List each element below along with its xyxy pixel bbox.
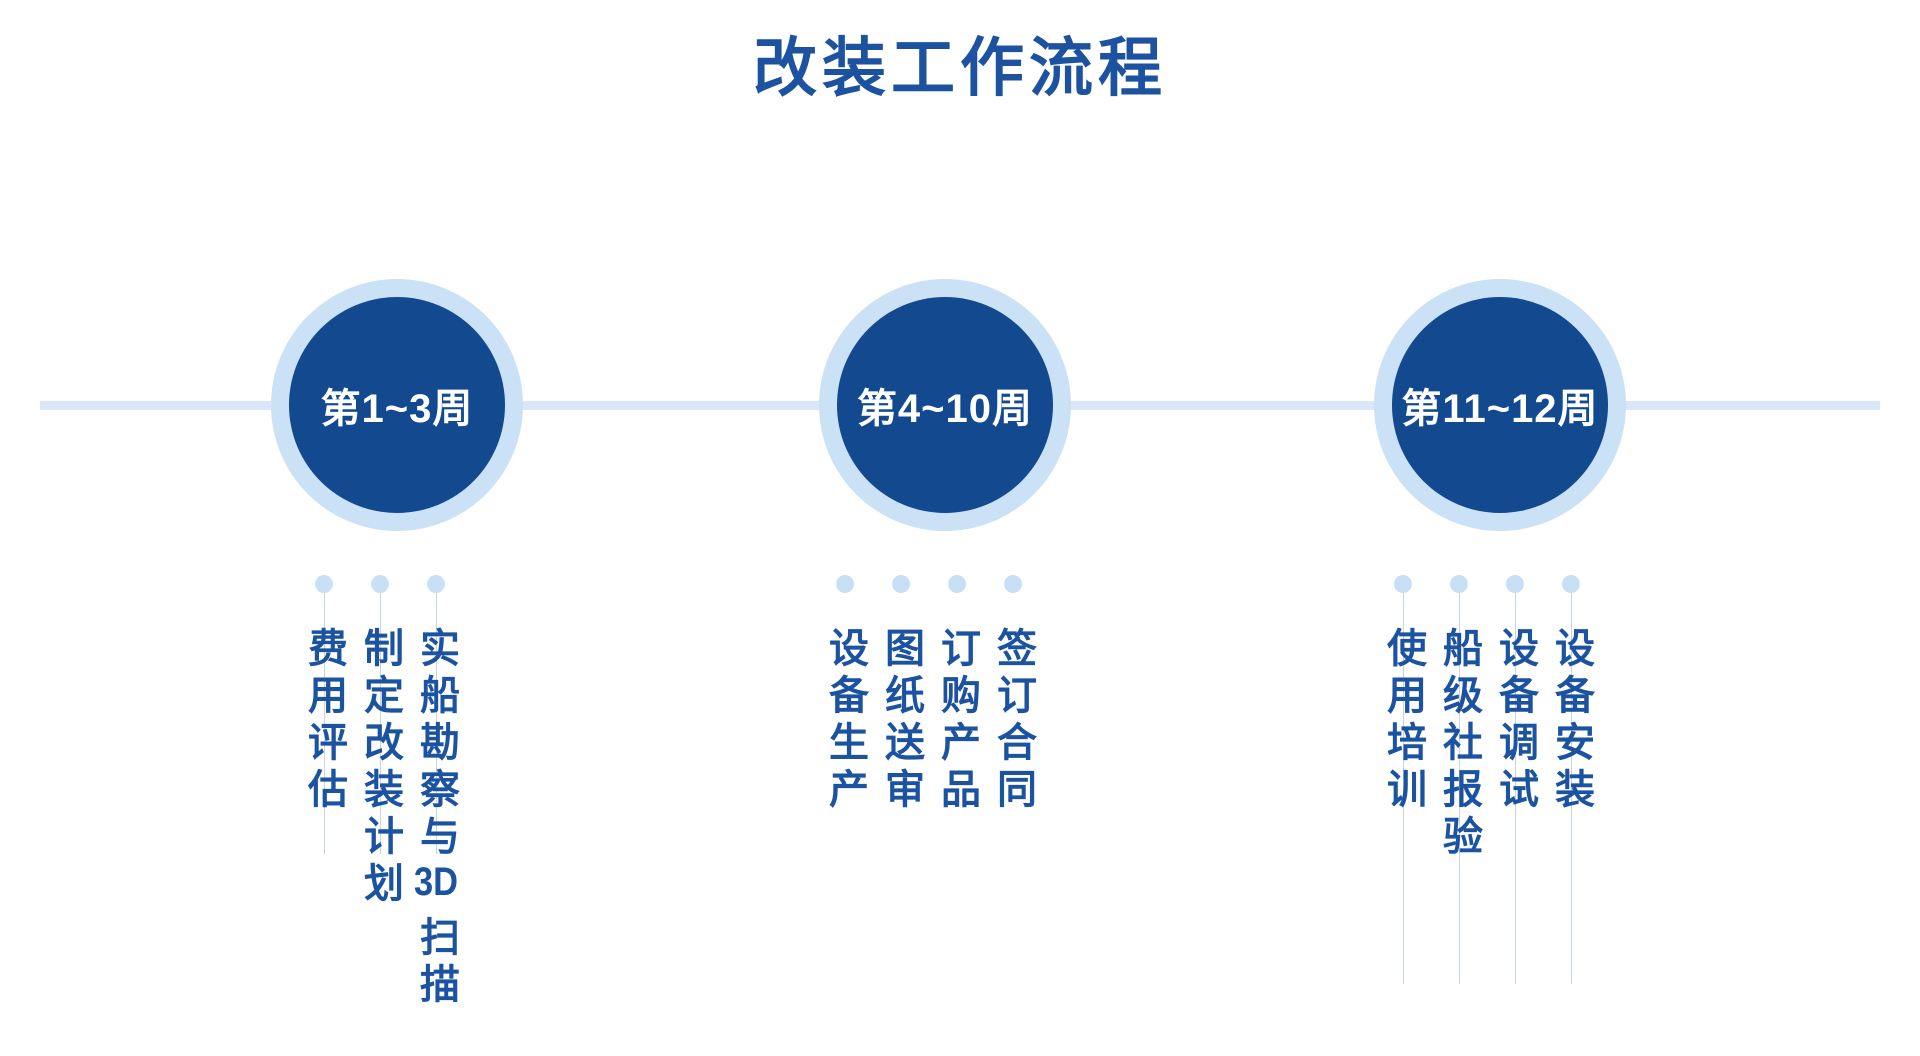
stage-3-circle: 第11~12周 (1392, 297, 1608, 513)
task-dot (1004, 575, 1022, 593)
task-dot (1562, 575, 1580, 593)
task-dot (427, 575, 445, 593)
task-dot (948, 575, 966, 593)
task-dot (1450, 575, 1468, 593)
stage-2-week-label: 第4~10周 (856, 387, 1034, 431)
stage-3-tasks: 设备安装设备调试船级社报验使用培训 (1375, 575, 1599, 984)
task-item: 设备安装 (1543, 575, 1599, 984)
task-label: 签订合同 (991, 627, 1035, 815)
stage-2-circle-ring: 第4~10周 (819, 279, 1071, 531)
task-label: 实船勘察与3D扫描 (414, 627, 458, 1010)
stage-3-milestone: 第11~12周 (1374, 279, 1626, 531)
stage-2-tasks: 签订合同订购产品图纸送审设备生产 (817, 575, 1041, 815)
task-dot (371, 575, 389, 593)
task-item: 制定改装计划 (352, 575, 408, 1010)
stage-1-tasks: 实船勘察与3D扫描制定改装计划费用评估 (296, 575, 464, 1010)
task-item: 费用评估 (296, 575, 352, 1010)
page-title: 改装工作流程 (753, 32, 1167, 104)
task-label: 设备调试 (1493, 627, 1537, 815)
task-dot (836, 575, 854, 593)
task-dot (1394, 575, 1412, 593)
task-label: 制定改装计划 (358, 627, 402, 909)
task-item: 使用培训 (1375, 575, 1431, 984)
task-label: 订购产品 (935, 627, 979, 815)
task-item: 图纸送审 (873, 575, 929, 815)
task-dot (315, 575, 333, 593)
stage-1-week-label: 第1~3周 (320, 387, 474, 431)
task-item: 签订合同 (985, 575, 1041, 815)
task-label: 船级社报验 (1437, 627, 1481, 862)
task-item: 船级社报验 (1431, 575, 1487, 984)
stage-3-week-label: 第11~12周 (1401, 387, 1599, 431)
stage-3-circle-ring: 第11~12周 (1374, 279, 1626, 531)
task-label: 设备生产 (823, 627, 867, 815)
task-item: 实船勘察与3D扫描 (408, 575, 464, 1010)
task-label: 设备安装 (1549, 627, 1593, 815)
stage-1-milestone: 第1~3周 (271, 279, 523, 531)
task-dot (1506, 575, 1524, 593)
stage-2-circle: 第4~10周 (837, 297, 1053, 513)
stage-1-circle: 第1~3周 (289, 297, 505, 513)
task-label: 图纸送审 (879, 627, 923, 815)
task-item: 设备调试 (1487, 575, 1543, 984)
task-label: 使用培训 (1381, 627, 1425, 815)
stage-1-circle-ring: 第1~3周 (271, 279, 523, 531)
task-dot (892, 575, 910, 593)
task-item: 设备生产 (817, 575, 873, 815)
task-item: 订购产品 (929, 575, 985, 815)
stage-2-milestone: 第4~10周 (819, 279, 1071, 531)
task-label: 费用评估 (302, 627, 346, 815)
